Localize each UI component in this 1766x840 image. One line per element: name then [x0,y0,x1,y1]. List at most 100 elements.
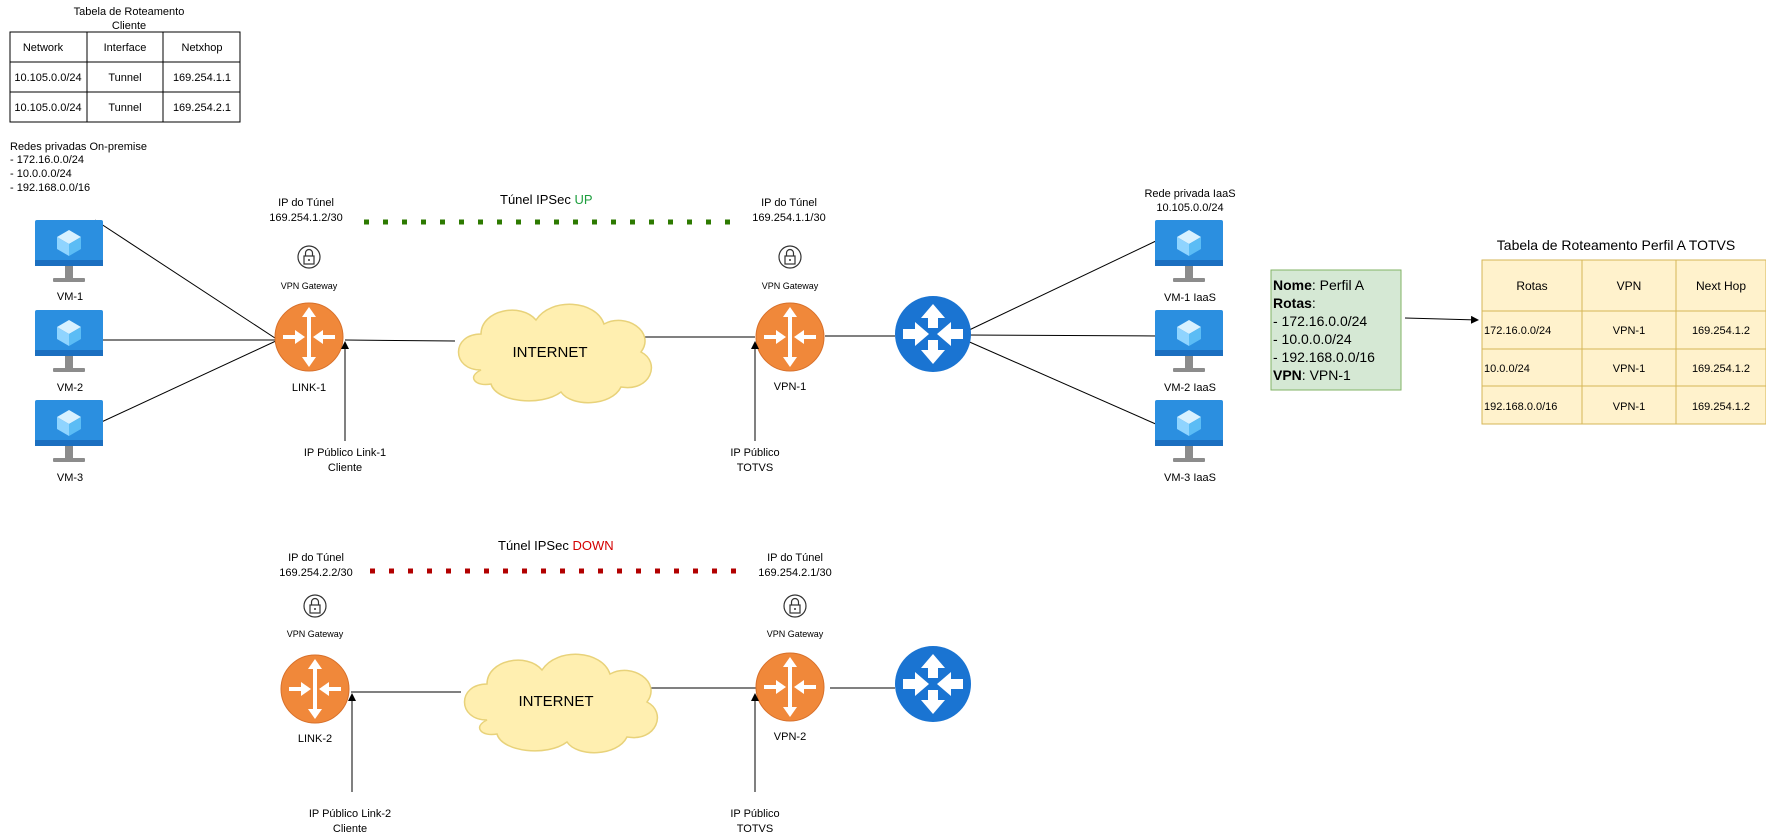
client-table-cell: Tunnel [108,72,141,84]
public-ip-label: IP Público [730,808,779,820]
totvs-table-header: Next Hop [1696,279,1746,293]
vm-label: VM-3 [57,472,83,484]
router-icon [754,301,826,373]
totvs-table-cell: 169.254.1.2 [1692,325,1750,337]
vm-icon [1155,310,1223,372]
profile-route: - 10.0.0.0/24 [1273,331,1352,347]
router-icon [279,653,351,725]
totvs-table-header: VPN [1617,279,1642,293]
public-ip-label: Cliente [328,462,362,474]
router-label: VPN-1 [774,381,806,393]
profile-vpn: VPN: VPN-1 [1273,367,1351,383]
bottom-tunnel-state: DOWN [572,538,613,553]
top-tunnel-title-text: Túnel IPSec [500,192,574,207]
client-table-cell: 169.254.2.1 [173,102,231,114]
tunnel-ip: 169.254.1.2/30 [269,212,342,224]
link-azure-vm2 [964,334,1159,337]
lock-icon [783,594,807,618]
client-table-title-line1: Tabela de Roteamento [74,6,185,18]
client-table-header-interface: Interface [104,42,147,54]
profile-name: Nome: Perfil A [1273,277,1365,293]
tunnel-ip-label: IP do Túnel [288,552,344,564]
bottom-tunnel-title-text: Túnel IPSec [498,538,572,553]
iaas-title: Rede privada IaaS [1144,188,1235,200]
onprem-net: - 192.168.0.0/16 [10,182,90,194]
tunnel-ip: 169.254.1.1/30 [752,212,825,224]
vpn-gateway-label: VPN Gateway [762,281,819,291]
bottom-tunnel-title: Túnel IPSec DOWN [498,538,614,553]
lock-icon [297,245,321,269]
profile-name-key: Nome [1273,277,1312,293]
vm-icon [35,220,103,282]
link-link1-internet [344,339,456,342]
vpn-gateway-label: VPN Gateway [281,281,338,291]
router-label: LINK-1 [292,382,326,394]
totvs-table-cell: 172.16.0.0/24 [1484,325,1551,337]
profile-box: Nome: Perfil A Rotas: - 172.16.0.0/24 - … [1270,269,1402,391]
client-table-cell: 10.105.0.0/24 [14,72,81,84]
vm-icon [35,400,103,462]
public-ip-label: TOTVS [737,462,773,474]
iaas-net: 10.105.0.0/24 [1156,202,1223,214]
public-ip-label: IP Público [730,447,779,459]
profile-routes-heading: Rotas: [1273,295,1316,311]
tunnel-ip: 169.254.2.2/30 [279,567,352,579]
vm-label: VM-1 [57,291,83,303]
public-ip-label: IP Público Link-2 [309,808,391,820]
profile-route: - 172.16.0.0/24 [1273,313,1367,329]
public-ip-label: TOTVS [737,823,773,835]
lock-icon [303,594,327,618]
router-icon [754,651,826,723]
client-table-header-nexthop: Netxhop [182,42,223,54]
vm-label: VM-2 [57,382,83,394]
link-vm1-link1 [94,219,279,341]
profile-to-table-arrow [1404,315,1479,324]
azure-router-icon [895,296,971,372]
onprem-networks-label: Redes privadas On-premise - 172.16.0.0/2… [10,141,147,194]
vpn-gateway-label: VPN Gateway [287,629,344,639]
onprem-net: - 10.0.0.0/24 [10,168,72,180]
totvs-routing-table: Tabela de Roteamento Perfil A TOTVS Rota… [1481,237,1766,425]
internet-label: INTERNET [519,693,594,710]
totvs-table-title: Tabela de Roteamento Perfil A TOTVS [1497,237,1735,253]
router-label: VPN-2 [774,731,806,743]
vm-label: VM-2 IaaS [1164,382,1216,394]
link-azure-vm1 [964,239,1159,333]
tunnel-ip-label: IP do Túnel [761,197,817,209]
router-icon [273,301,345,373]
client-table-title-line2: Cliente [112,20,146,32]
vm-icon [35,310,103,372]
router-label: LINK-2 [298,733,332,745]
public-ip-label: IP Público Link-1 [304,447,386,459]
totvs-table-cell: 10.0.0/24 [1484,363,1530,375]
tunnel-ip-label: IP do Túnel [278,197,334,209]
profile-vpn-value: : VPN-1 [1302,367,1351,383]
totvs-table-cell: 169.254.1.2 [1692,363,1750,375]
tunnel-ip: 169.254.2.1/30 [758,567,831,579]
totvs-table-cell: VPN-1 [1613,401,1645,413]
totvs-table-header: Rotas [1516,279,1547,293]
lock-icon [778,245,802,269]
vm-label: VM-3 IaaS [1164,472,1216,484]
totvs-table-cell: VPN-1 [1613,325,1645,337]
profile-routes-suffix: : [1312,295,1316,311]
profile-vpn-key: VPN [1273,367,1302,383]
top-tunnel-state: UP [574,192,592,207]
link-azure-vm3 [964,339,1159,426]
client-table-cell: 10.105.0.0/24 [14,102,81,114]
profile-routes-key: Rotas [1273,295,1312,311]
tunnel-ip-label: IP do Túnel [767,552,823,564]
vm-icon [1155,220,1223,282]
client-table-cell: Tunnel [108,102,141,114]
profile-route: - 192.168.0.0/16 [1273,349,1375,365]
link-vm3-link1 [94,339,279,426]
client-table-cell: 169.254.1.1 [173,72,231,84]
azure-router-icon [895,646,971,722]
internet-label: INTERNET [513,344,588,361]
profile-name-value: : Perfil A [1312,277,1365,293]
totvs-table-cell: 192.168.0.0/16 [1484,401,1557,413]
totvs-table-cell: VPN-1 [1613,363,1645,375]
client-routing-table: Tabela de Roteamento Cliente Network Int… [9,6,241,123]
vpn-gateway-label: VPN Gateway [767,629,824,639]
